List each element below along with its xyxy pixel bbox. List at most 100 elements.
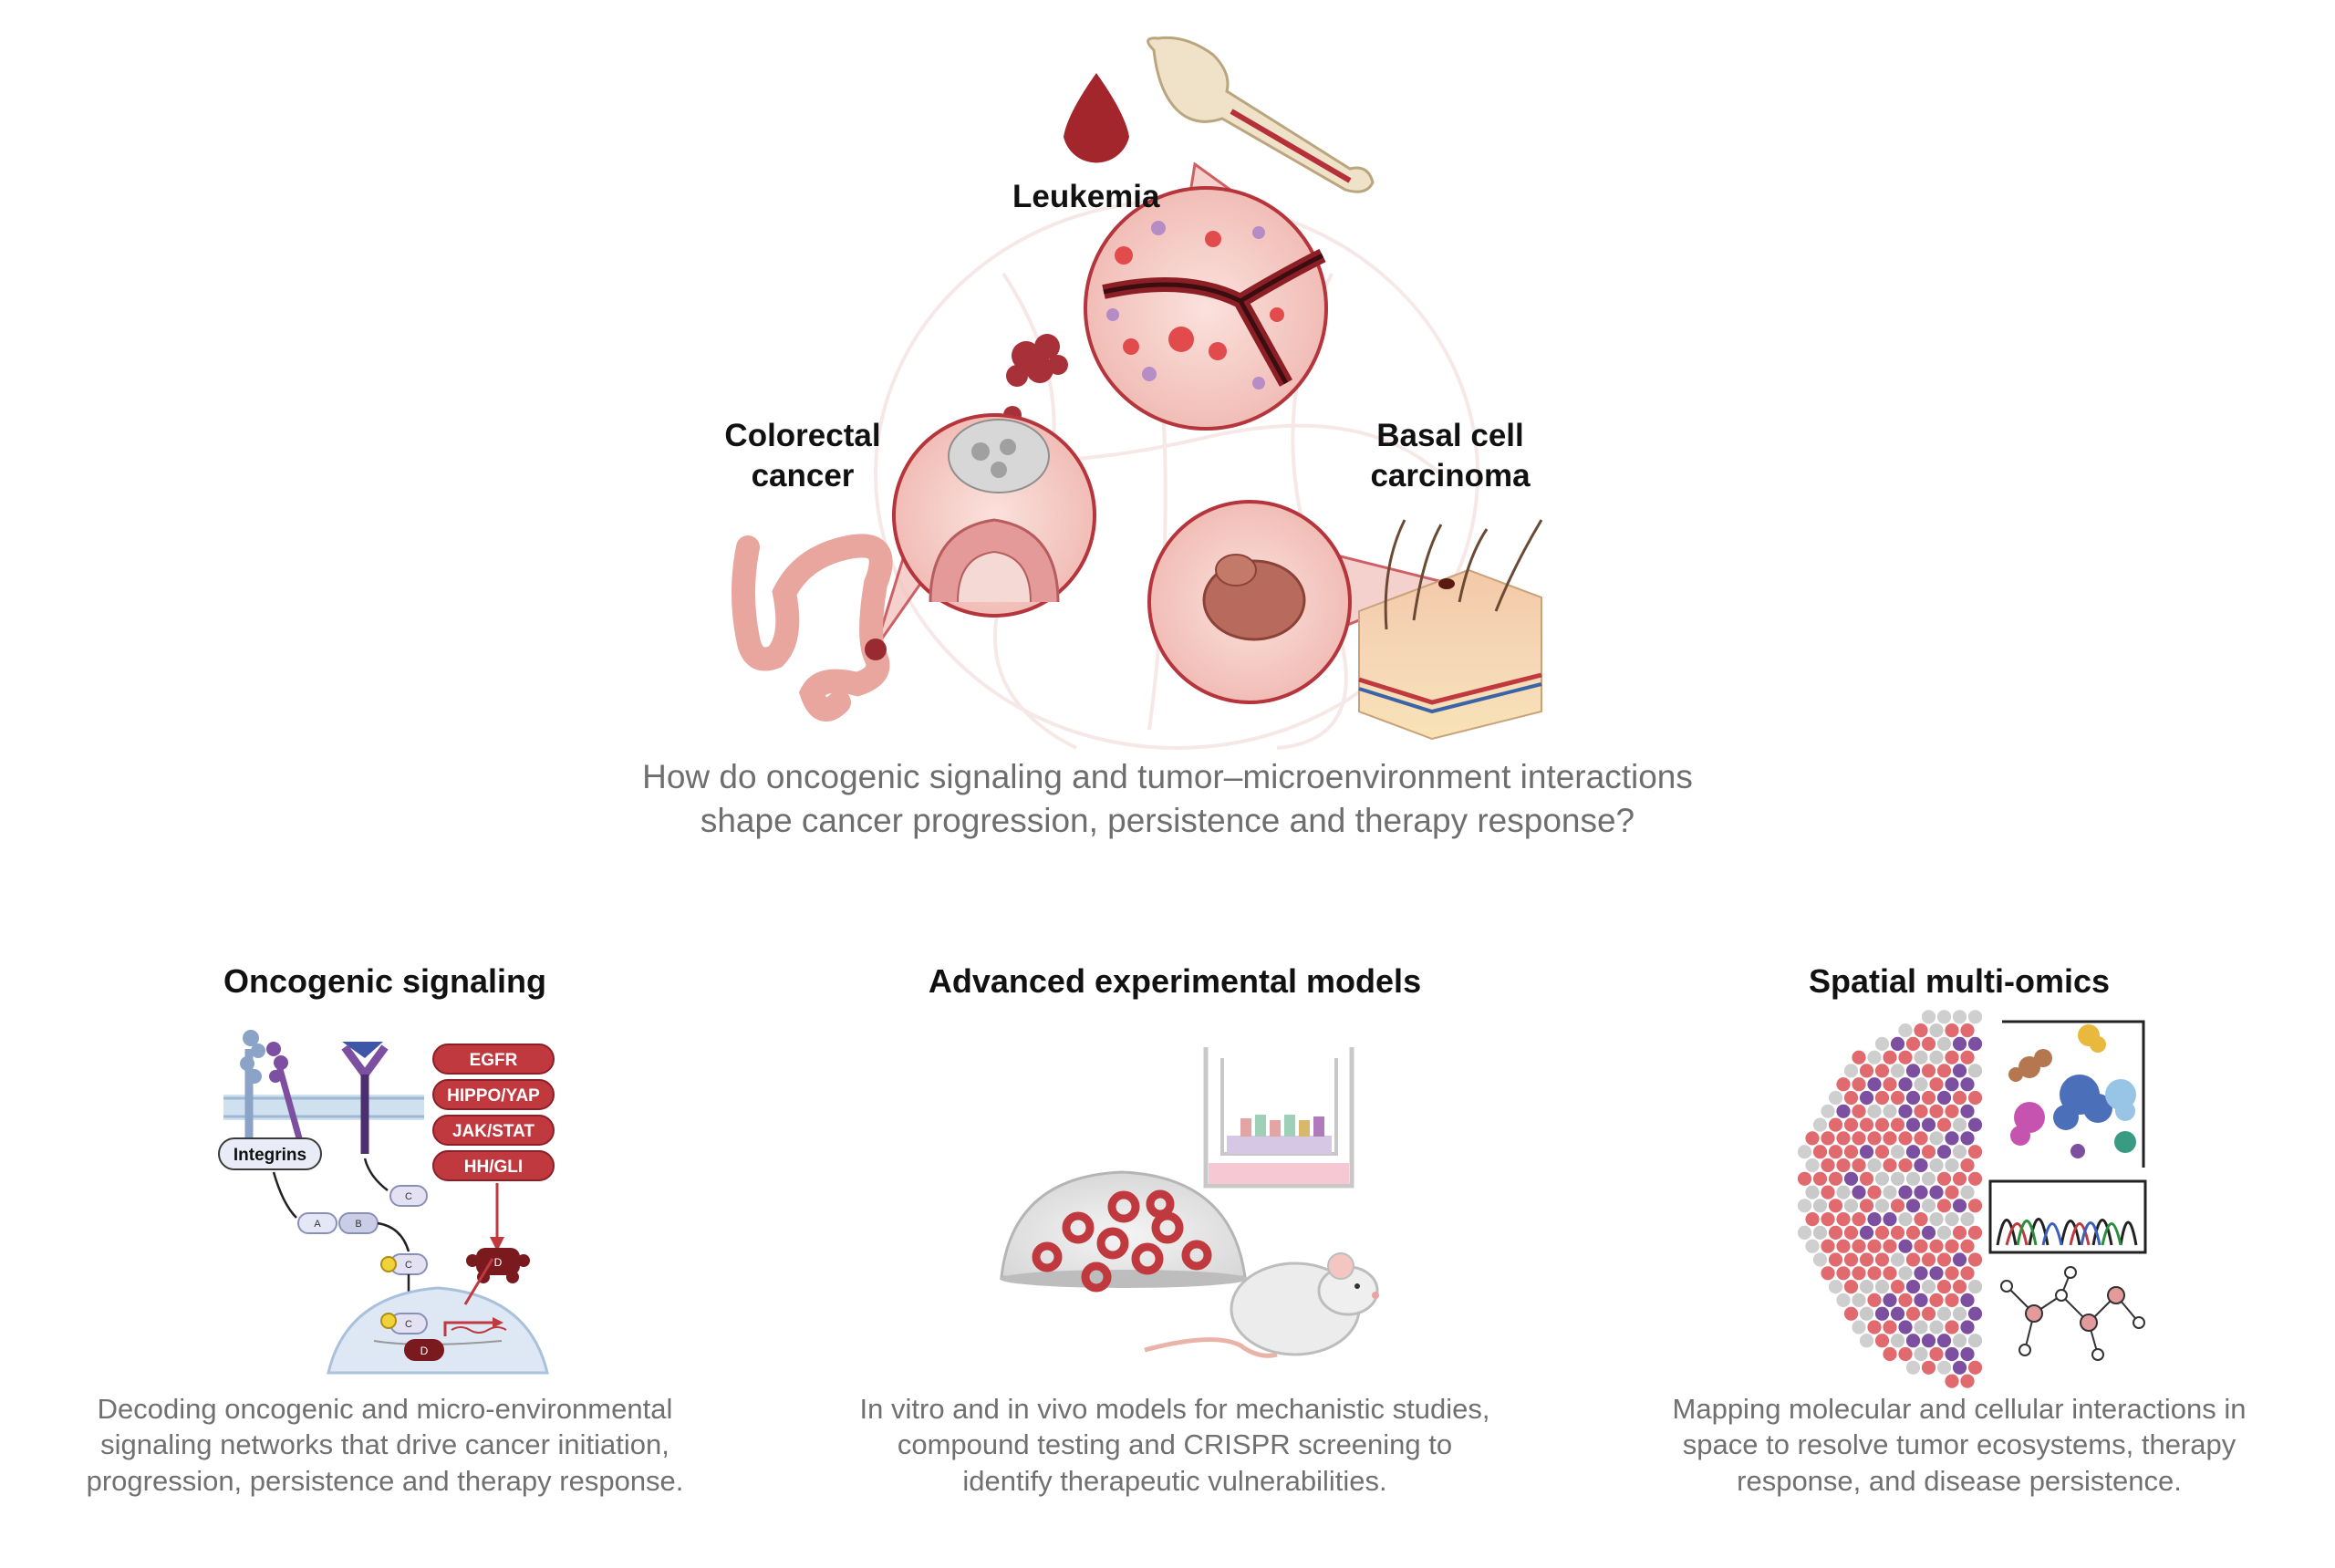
spatial-spot bbox=[1945, 1077, 1959, 1092]
spatial-spot bbox=[1929, 1158, 1944, 1173]
spatial-spot bbox=[1843, 1280, 1859, 1294]
spatial-spot bbox=[1929, 1293, 1944, 1307]
spatial-spot bbox=[1874, 1064, 1890, 1078]
spatial-spot bbox=[1859, 1117, 1874, 1132]
spatial-spot bbox=[1836, 1239, 1851, 1253]
spatial-spot bbox=[1914, 1023, 1928, 1038]
spatial-spot bbox=[1821, 1266, 1835, 1281]
spatial-spot bbox=[1914, 1131, 1928, 1146]
spatial-spot bbox=[1952, 1036, 1967, 1051]
spatial-spot bbox=[1921, 1171, 1936, 1186]
spatial-spot bbox=[1874, 1334, 1890, 1348]
spatial-spot bbox=[1945, 1239, 1959, 1253]
research-question-line2: shape cancer progression, persistence an… bbox=[700, 802, 1635, 840]
spatial-spot bbox=[1914, 1346, 1928, 1362]
spatial-spot bbox=[1945, 1050, 1959, 1064]
spatial-spot bbox=[1921, 1199, 1936, 1213]
spatial-spot bbox=[1883, 1212, 1897, 1227]
spatial-spot bbox=[1952, 1145, 1967, 1159]
spatial-spot bbox=[1852, 1212, 1866, 1227]
spatial-spot bbox=[1929, 1077, 1944, 1092]
spatial-spot bbox=[1952, 1225, 1967, 1240]
pathway-pill: HIPPO/YAP bbox=[432, 1079, 555, 1110]
spatial-spot bbox=[1890, 1145, 1905, 1159]
bcc-zoom-circle bbox=[1147, 500, 1352, 704]
node-d-label-2: D bbox=[420, 1345, 429, 1357]
nucleus-icon: C D bbox=[327, 1286, 549, 1375]
spatial-spot bbox=[1921, 1280, 1936, 1294]
spatial-spot bbox=[1883, 1266, 1897, 1281]
spatial-spot bbox=[1905, 1064, 1921, 1078]
spatial-spot bbox=[1952, 1360, 1967, 1375]
spatial-spot bbox=[1905, 1036, 1921, 1051]
spatial-spot bbox=[1852, 1266, 1866, 1281]
spatial-spot bbox=[1797, 1199, 1812, 1213]
spatial-spot bbox=[1905, 1252, 1921, 1267]
spatial-spot bbox=[1812, 1171, 1828, 1186]
spatial-spot bbox=[1967, 1010, 1983, 1024]
description-line: Decoding oncogenic and micro-environment… bbox=[97, 1393, 673, 1425]
description-line: identify therapeutic vulnerabilities. bbox=[962, 1464, 1387, 1497]
spatial-spot bbox=[1805, 1212, 1820, 1227]
bone-icon bbox=[1147, 36, 1375, 193]
umap-panel bbox=[2002, 1020, 2145, 1168]
spatial-spot bbox=[1859, 1252, 1874, 1267]
spatial-spot bbox=[1914, 1077, 1928, 1092]
node-a bbox=[297, 1212, 337, 1234]
leukemia-label: Leukemia bbox=[1012, 179, 1160, 214]
spatial-spot bbox=[1936, 1090, 1952, 1106]
spatial-spot bbox=[1921, 1010, 1936, 1024]
spatial-spot bbox=[1843, 1064, 1859, 1078]
spatial-spot bbox=[1929, 1266, 1944, 1281]
spatial-spot bbox=[1898, 1212, 1913, 1227]
bcc-label-line1: Basal cell bbox=[1376, 418, 1524, 453]
spatial-spot bbox=[1797, 1171, 1812, 1186]
spatial-spot bbox=[1921, 1252, 1936, 1267]
spatial-spot bbox=[1952, 1306, 1967, 1321]
spatial-spot bbox=[1843, 1225, 1859, 1240]
pathway-pill: HH/GLI bbox=[432, 1150, 555, 1181]
spatial-spot bbox=[1967, 1036, 1983, 1051]
spatial-spot bbox=[1867, 1050, 1882, 1064]
spatial-spot bbox=[1936, 1199, 1952, 1213]
sequencing-chromatogram bbox=[1988, 1179, 2147, 1254]
spatial-spot bbox=[1905, 1145, 1921, 1159]
spatial-spot bbox=[1836, 1212, 1851, 1227]
spatial-spot bbox=[1852, 1158, 1866, 1173]
research-question-line1: How do oncogenic signaling and tumor–mic… bbox=[642, 758, 1693, 795]
spatial-spot bbox=[1945, 1266, 1959, 1281]
spatial-spot bbox=[1929, 1212, 1944, 1227]
spatial-spot bbox=[1921, 1090, 1936, 1106]
spatial-spot bbox=[1921, 1306, 1936, 1321]
spatial-spot bbox=[1905, 1360, 1921, 1375]
spatial-spot bbox=[1828, 1171, 1843, 1186]
spatial-spot bbox=[1883, 1346, 1897, 1362]
spatial-spot bbox=[1952, 1171, 1967, 1186]
spatial-spot bbox=[1945, 1346, 1959, 1362]
description-line: In vitro and in vivo models for mechanis… bbox=[859, 1393, 1490, 1425]
pathway-label: HIPPO/YAP bbox=[447, 1086, 540, 1106]
spatial-spot bbox=[1921, 1334, 1936, 1348]
spatial-spot bbox=[1890, 1064, 1905, 1078]
spatial-spot bbox=[1890, 1117, 1905, 1132]
spatial-spot bbox=[1883, 1131, 1897, 1146]
node-c-1 bbox=[389, 1185, 428, 1207]
spatial-spot bbox=[1883, 1293, 1897, 1307]
spatial-spot bbox=[1836, 1158, 1851, 1173]
spatial-spot bbox=[1929, 1104, 1944, 1118]
spatial-spot bbox=[1812, 1145, 1828, 1159]
spatial-spot bbox=[1936, 1334, 1952, 1348]
spatial-spot bbox=[1921, 1225, 1936, 1240]
spatial-spot bbox=[1843, 1145, 1859, 1159]
spatial-spot bbox=[1936, 1010, 1952, 1024]
spatial-spot bbox=[1805, 1131, 1820, 1146]
oncogenic-signaling-illustration: EGFR HIPPO/YAP JAK/STAT HH/GLI Integrins… bbox=[218, 1030, 555, 1375]
spatial-spot bbox=[1843, 1171, 1859, 1186]
spatial-spot bbox=[1898, 1077, 1913, 1092]
spatial-spot bbox=[1905, 1171, 1921, 1186]
spatial-spot bbox=[1914, 1266, 1928, 1281]
spatial-spot bbox=[1952, 1064, 1967, 1078]
spatial-spot bbox=[1914, 1104, 1928, 1118]
spatial-spot bbox=[1921, 1036, 1936, 1051]
spatial-spot bbox=[1952, 1334, 1967, 1348]
